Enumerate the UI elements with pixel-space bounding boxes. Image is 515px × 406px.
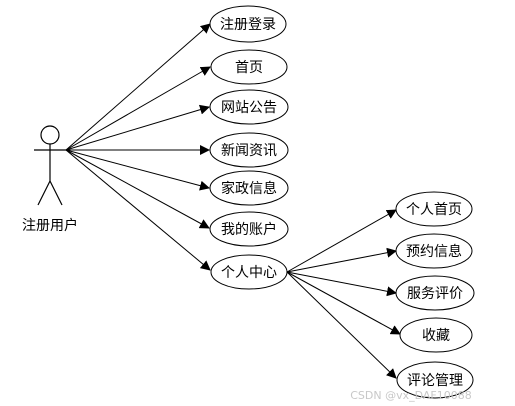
association-arrow (65, 149, 210, 191)
use-case-label: 网站公告 (221, 100, 277, 116)
use-case-news: 新闻资讯 (209, 132, 289, 168)
use-cases: 注册登录 首页 网站公告 新闻资讯 家政信息 我的账户 个人中心 (209, 5, 289, 290)
association-arrow (65, 66, 211, 151)
use-case-label: 预约信息 (406, 243, 462, 260)
actor-leg-right (49, 180, 63, 206)
use-case-register-login: 注册登录 (209, 5, 287, 43)
actor-leg-left (37, 180, 51, 206)
association-arrow (65, 23, 211, 151)
association-arrow (65, 104, 210, 151)
association-arrow (286, 247, 397, 273)
actor-head (40, 125, 60, 145)
use-case-personal-center: 个人中心 (210, 254, 288, 290)
sub-associations (286, 209, 401, 379)
association-arrow (65, 149, 211, 271)
use-case-favorites: 收藏 (399, 317, 473, 353)
use-case-label: 我的账户 (221, 221, 277, 238)
actor-associations (65, 23, 211, 271)
use-case-service-review: 服务评价 (395, 275, 475, 311)
use-case-housekeeping-info: 家政信息 (209, 170, 289, 206)
use-case-announcement: 网站公告 (209, 89, 289, 125)
use-case-personal-home: 个人首页 (395, 191, 473, 227)
association-arrow (286, 271, 401, 335)
use-case-booking-info: 预约信息 (395, 233, 473, 269)
use-case-label: 新闻资讯 (221, 143, 277, 159)
use-case-label: 评论管理 (407, 373, 463, 389)
use-case-label: 收藏 (422, 328, 450, 344)
association-arrow (286, 209, 397, 273)
use-case-home: 首页 (210, 49, 288, 85)
use-case-label: 个人首页 (406, 202, 462, 218)
actor-label: 注册用户 (22, 217, 78, 234)
watermark: CSDN @vx_DAF10088 (350, 389, 472, 402)
use-case-label: 注册登录 (220, 17, 276, 33)
use-case-label: 首页 (235, 60, 263, 76)
association-arrow (286, 271, 397, 297)
use-case-label: 个人中心 (221, 265, 277, 281)
actor: 注册用户 (22, 125, 78, 234)
association-arrow (65, 149, 210, 229)
use-case-label: 服务评价 (407, 286, 463, 302)
use-case-my-account: 我的账户 (209, 211, 289, 247)
sub-use-cases: 个人首页 预约信息 服务评价 收藏 评论管理 (395, 191, 475, 399)
use-case-comment-management: 评论管理 (396, 361, 474, 399)
use-case-label: 家政信息 (221, 180, 277, 197)
association-arrow (286, 271, 397, 379)
